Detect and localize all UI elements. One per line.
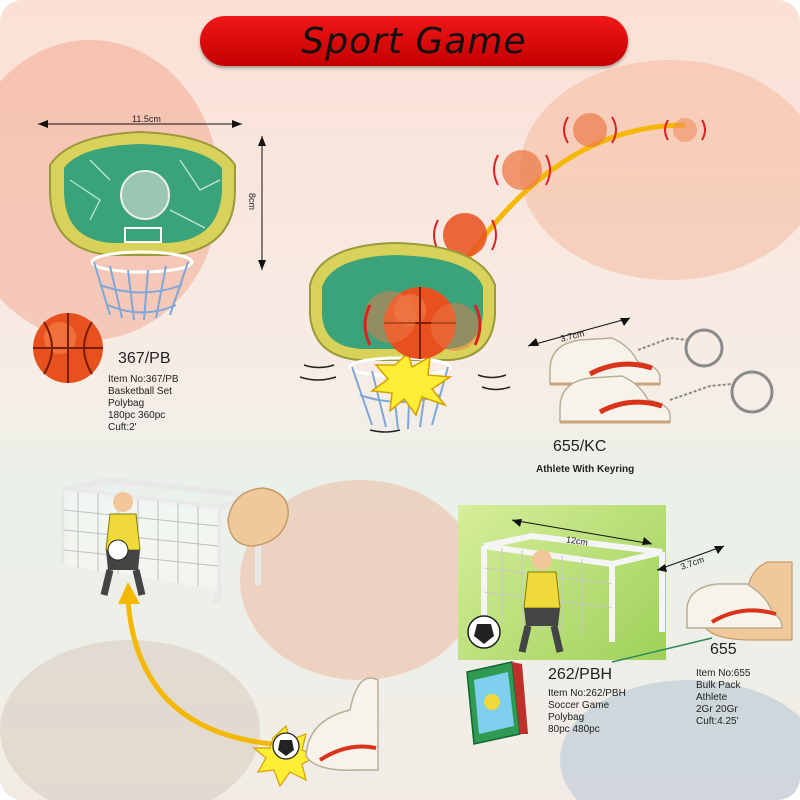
basketball-shot-illustration	[299, 113, 706, 433]
spec-line: Polybag	[548, 712, 585, 723]
soccer-item-code: 262/PBH	[548, 666, 613, 683]
hoop-height-dimension: 8cm	[247, 193, 257, 211]
soccer-goal-action-illustration	[61, 476, 379, 788]
soccer-goal-product-illustration	[466, 519, 793, 745]
spec-line: Soccer Game	[548, 700, 610, 711]
spec-line: 180pc 360pc	[108, 410, 166, 421]
basketball-icon	[33, 313, 103, 383]
basketball-hoop-illustration	[38, 120, 266, 321]
athlete-specs: Item No:655 Bulk Pack Athlete 2Gr 20Gr C…	[696, 668, 750, 728]
spec-line: Polybag	[108, 398, 145, 409]
athlete-item-code: 655	[710, 641, 737, 658]
spec-line: Item No:262/PBH	[548, 688, 626, 699]
spec-line: Athlete	[696, 692, 728, 703]
shoe-keyring-illustration	[527, 317, 774, 424]
basketball-specs: Item No:367/PB Basketball Set Polybag 18…	[108, 374, 179, 434]
spec-line: Cuft:4.25'	[696, 716, 739, 727]
spec-line: Cuft:2'	[108, 422, 137, 433]
soccer-specs: Item No:262/PBH Soccer Game Polybag 80pc…	[548, 688, 626, 736]
basketball-item-code: 367/PB	[118, 350, 171, 367]
background-splash	[520, 60, 800, 280]
spec-line: Item No:367/PB	[108, 374, 179, 385]
spec-line: Bulk Pack	[696, 680, 741, 691]
hoop-width-dimension: 11.5cm	[132, 114, 161, 124]
spec-line: 80pc 480pc	[548, 724, 600, 735]
spec-line: Basketball Set	[108, 386, 172, 397]
keyring-item-name: Athlete With Keyring	[536, 464, 635, 475]
spec-line: 2Gr 20Gr	[696, 704, 738, 715]
background-splash	[0, 640, 260, 800]
page-title: Sport Game	[301, 20, 527, 62]
title-banner: Sport Game	[200, 16, 628, 66]
keyring-item-code: 655/KC	[553, 438, 607, 455]
spec-line: Item No:655	[696, 668, 751, 679]
